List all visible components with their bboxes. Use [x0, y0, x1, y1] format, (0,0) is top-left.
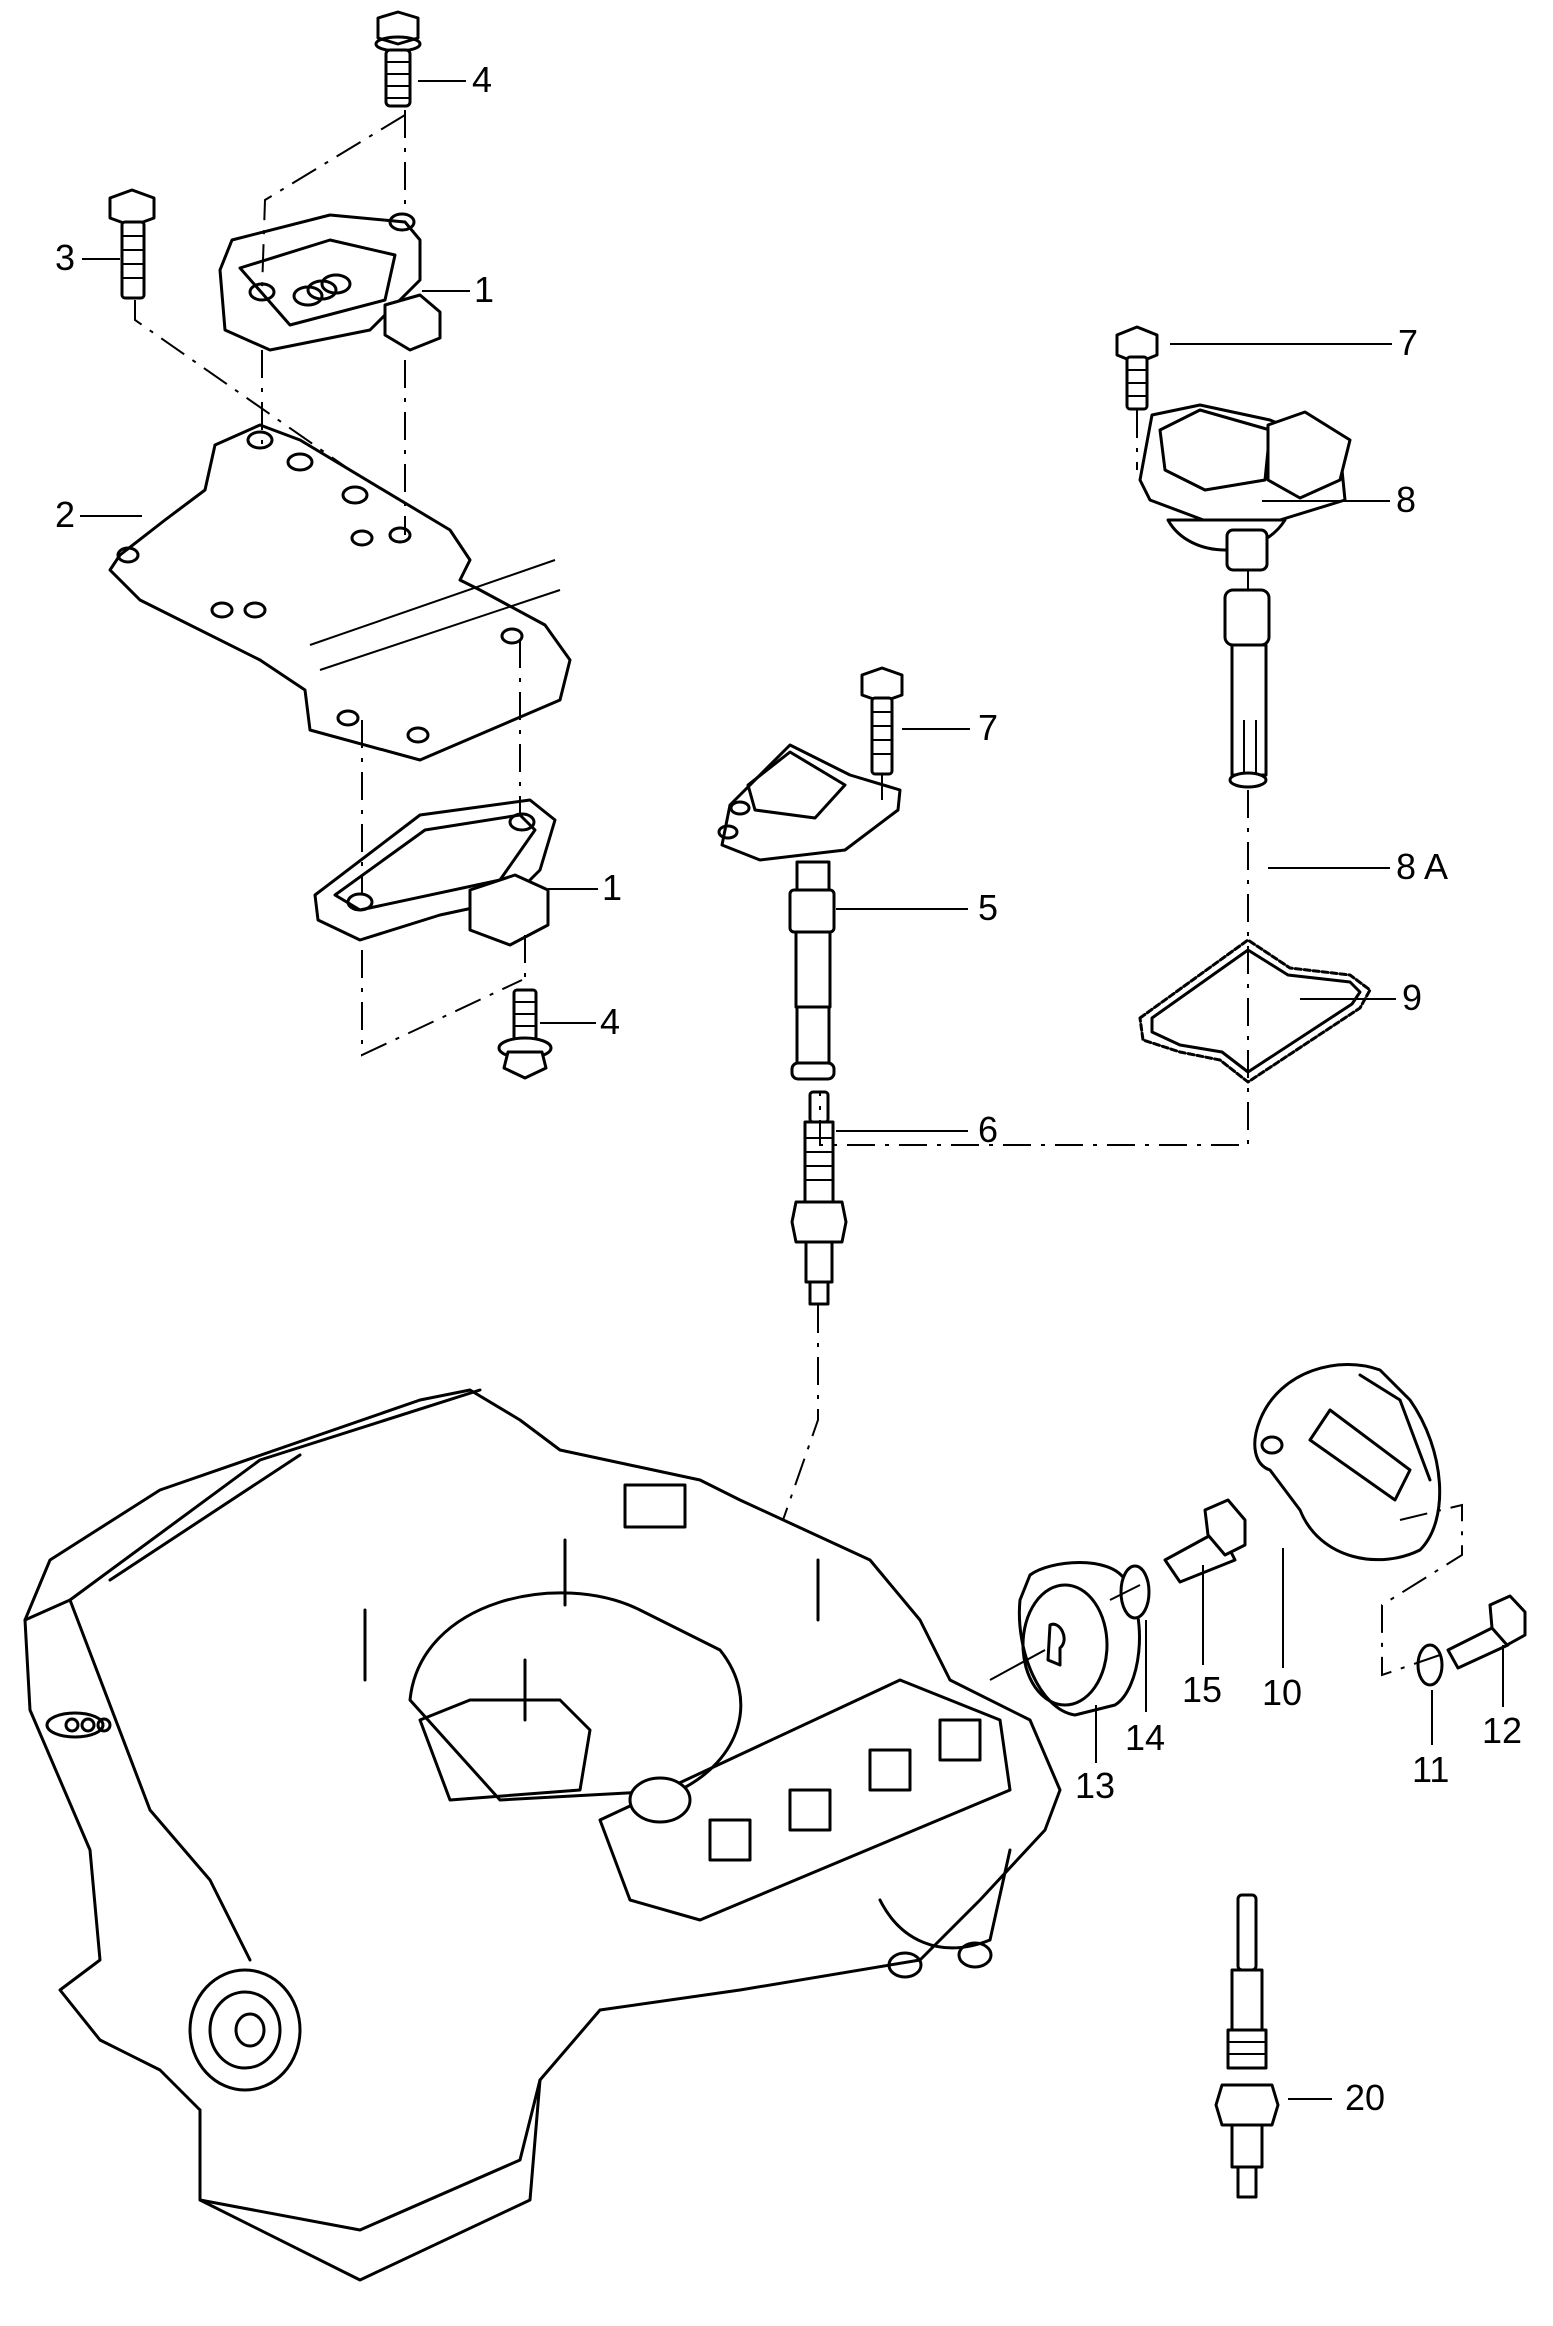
washer — [1109, 1564, 1151, 1620]
glow-plug — [1214, 1893, 1280, 2199]
engine-block — [23, 1388, 1062, 2282]
callout-label-9: 9 — [1402, 977, 1423, 1018]
callout-label-7-right: 7 — [1398, 322, 1419, 363]
clamp-bolt — [1446, 1594, 1527, 1670]
callout-label-10: 10 — [1262, 1672, 1303, 1713]
leader-15 — [1202, 1565, 1204, 1665]
coil-bolt-center — [860, 666, 904, 776]
leader-6 — [836, 1130, 968, 1132]
callout-label-4-upper: 4 — [472, 59, 493, 100]
callout-label-11: 11 — [1412, 1749, 1450, 1790]
callout-label-12: 12 — [1482, 1710, 1523, 1751]
knock-sensor-disc — [989, 1561, 1141, 1717]
leader-7-right — [1170, 343, 1392, 345]
callout-label-3: 3 — [55, 237, 76, 278]
ignition-coil — [1138, 403, 1352, 572]
leader-11 — [1431, 1690, 1433, 1745]
ignition-coil-pencil — [717, 743, 902, 1081]
callout-label-8: 8 — [1396, 479, 1417, 520]
leader-5 — [836, 908, 968, 910]
sensor-bolt — [1163, 1498, 1247, 1584]
coil-extension-boot — [1223, 588, 1271, 789]
leader-8A — [1268, 867, 1390, 869]
leader-4-upper — [418, 80, 466, 82]
hex-bolt — [108, 188, 156, 300]
leader-4-lower — [540, 1022, 596, 1024]
coil-bolt-right — [1115, 325, 1159, 411]
leader-2 — [80, 515, 142, 517]
flange-bolt-upper — [374, 10, 422, 108]
leader-20 — [1288, 2098, 1332, 2100]
mounting-bracket — [108, 423, 572, 762]
ignition-control-module-upper — [218, 212, 442, 352]
leader-1-lower — [548, 888, 598, 890]
leader-7-center — [902, 728, 970, 730]
leader-1-upper — [422, 290, 470, 292]
leader-10 — [1282, 1548, 1284, 1668]
sensor-housing-clamp — [1253, 1362, 1442, 1562]
leader-13 — [1095, 1705, 1097, 1763]
callout-label-4-lower: 4 — [600, 1001, 621, 1042]
leader-12 — [1502, 1645, 1504, 1707]
callout-label-8A: 8 A — [1396, 846, 1449, 887]
callout-label-13: 13 — [1075, 1765, 1116, 1806]
flange-bolt-lower — [497, 988, 553, 1080]
callout-label-2: 2 — [55, 494, 76, 535]
callout-label-5: 5 — [978, 887, 999, 928]
washer-small — [1416, 1643, 1444, 1687]
callout-label-7-center: 7 — [978, 707, 999, 748]
leader-3 — [82, 258, 120, 260]
ignition-control-module-lower — [313, 798, 557, 947]
leader-9 — [1300, 998, 1396, 1000]
leader-14 — [1145, 1620, 1147, 1712]
callout-label-1-upper: 1 — [474, 269, 495, 310]
leader-8 — [1262, 500, 1390, 502]
gasket-seal — [1138, 938, 1372, 1084]
callout-label-15: 15 — [1182, 1669, 1223, 1710]
callout-label-6: 6 — [978, 1109, 999, 1150]
callout-label-1-lower: 1 — [602, 867, 623, 908]
callout-label-20: 20 — [1345, 2077, 1386, 2118]
callout-label-14: 14 — [1125, 1717, 1166, 1758]
